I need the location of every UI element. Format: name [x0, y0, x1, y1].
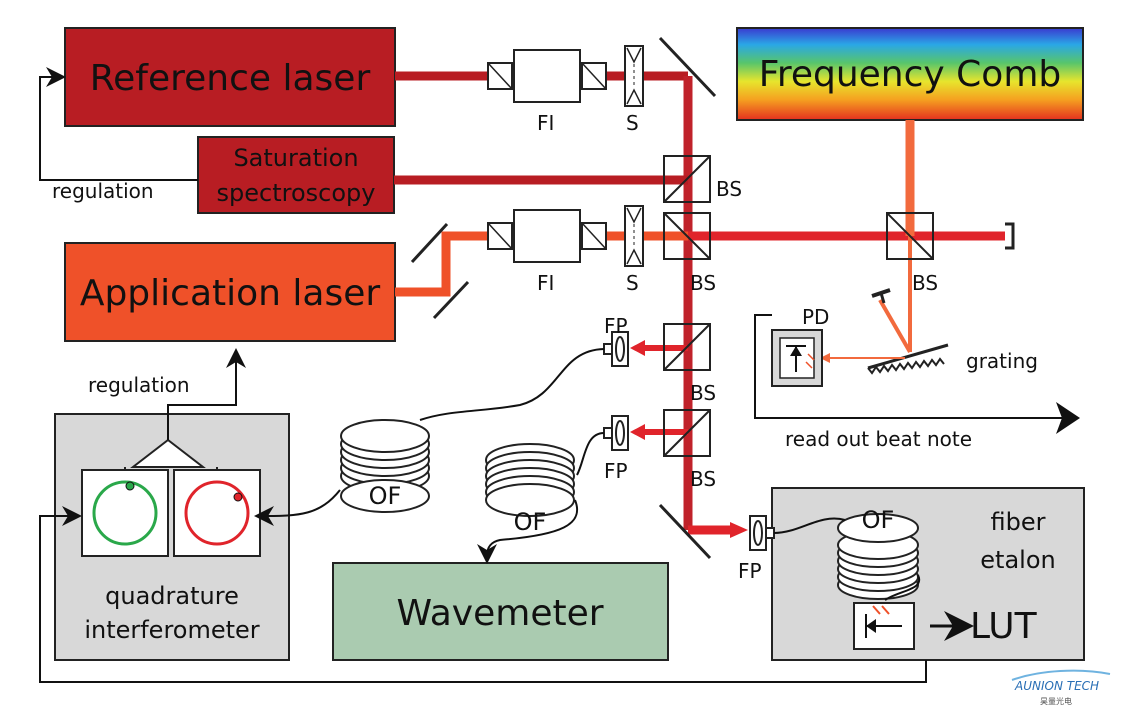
fiber-coil-2: OF — [485, 443, 575, 536]
fp-label-2: FP — [604, 459, 628, 483]
fp-label-3: FP — [738, 559, 762, 583]
photodiode — [771, 329, 823, 387]
green-quadrature-circle — [92, 480, 158, 546]
red-quadrature-circle — [184, 480, 250, 546]
beam-splitter-2 — [663, 212, 711, 260]
shutter-bottom-label: S — [626, 271, 639, 295]
shutter-bottom — [624, 205, 644, 267]
fiber-port-2 — [603, 415, 629, 451]
beam-splitter-5 — [663, 409, 711, 457]
faraday-isolator-bottom — [487, 209, 607, 263]
pd-label: PD — [802, 305, 829, 329]
frequency-comb-box: Frequency Comb — [736, 27, 1084, 121]
amplifier-triangle — [130, 438, 206, 468]
etalon-feedback-line — [39, 506, 927, 683]
quadrature-interferometer-box: quadrature interferometer — [54, 413, 290, 661]
wavemeter-label: Wavemeter — [396, 593, 603, 634]
bs-label-1: BS — [716, 177, 742, 201]
read-out-label: read out beat note — [785, 427, 972, 451]
mirror-app-1 — [410, 222, 449, 264]
watermark-sub: 昊量光电 — [1040, 696, 1072, 706]
fiber-coil-2-label: OF — [514, 508, 547, 536]
fiber-port-1 — [603, 331, 629, 367]
read-out-line — [754, 314, 1068, 419]
saturation-label-line1: Saturation — [233, 144, 358, 172]
application-laser-label: Application laser — [80, 273, 381, 314]
fiber-etalon-label-line1: fiber — [991, 508, 1046, 536]
watermark-brand: AUNION TECH — [1014, 679, 1099, 693]
wavemeter-box: Wavemeter — [332, 562, 669, 661]
fiber-etalon-label-line2: etalon — [980, 546, 1055, 574]
bs-label-2: BS — [690, 271, 716, 295]
grating — [867, 343, 949, 375]
application-laser-box: Application laser — [64, 242, 396, 342]
saturation-label-line2: spectroscopy — [217, 179, 376, 207]
mirror-bottom — [658, 503, 712, 560]
bs-label-3: BS — [912, 271, 938, 295]
quadrature-label-line2: interferometer — [84, 616, 259, 644]
lut-label: LUT — [970, 606, 1038, 647]
frequency-comb-label: Frequency Comb — [759, 54, 1062, 95]
fiber-coil-1-label: OF — [369, 482, 402, 510]
shutter-top-label: S — [626, 111, 639, 135]
reference-laser-label: Reference laser — [90, 58, 371, 99]
fp-label-1: FP — [604, 314, 628, 338]
bs-label-5: BS — [690, 467, 716, 491]
fiber-etalon-box: fiber etalon LUT — [771, 487, 1085, 661]
fi-top-label: FI — [537, 111, 554, 135]
faraday-isolator-top — [487, 49, 607, 103]
mirror-app-2 — [432, 280, 470, 320]
regulation-top-label: regulation — [52, 179, 154, 203]
shutter-top — [624, 45, 644, 107]
regulation-line-top — [39, 67, 198, 181]
grating-label: grating — [966, 349, 1038, 373]
fiber-coil-3: OF — [837, 506, 919, 600]
beam-splitter-1 — [663, 155, 711, 203]
mirror-top — [658, 36, 717, 98]
fiber-coil-1: OF — [340, 419, 430, 513]
beam-splitter-3 — [886, 212, 934, 260]
regulation-line-bottom — [167, 348, 246, 440]
bs-label-4: BS — [690, 381, 716, 405]
reference-laser-box: Reference laser — [64, 27, 396, 127]
beam-splitter-4 — [663, 323, 711, 371]
fi-bottom-label: FI — [537, 271, 554, 295]
saturation-spectroscopy-box: Saturation spectroscopy — [197, 136, 395, 214]
read-out-arrow-icon — [1056, 402, 1080, 434]
aunion-tech-logo: AUNION TECH 昊量光电 — [1011, 669, 1111, 706]
quadrature-label-line1: quadrature — [105, 582, 239, 610]
regulation-bottom-label: regulation — [88, 373, 190, 397]
fiber-coil-3-label: OF — [862, 506, 895, 534]
fiber-port-3 — [749, 515, 775, 551]
